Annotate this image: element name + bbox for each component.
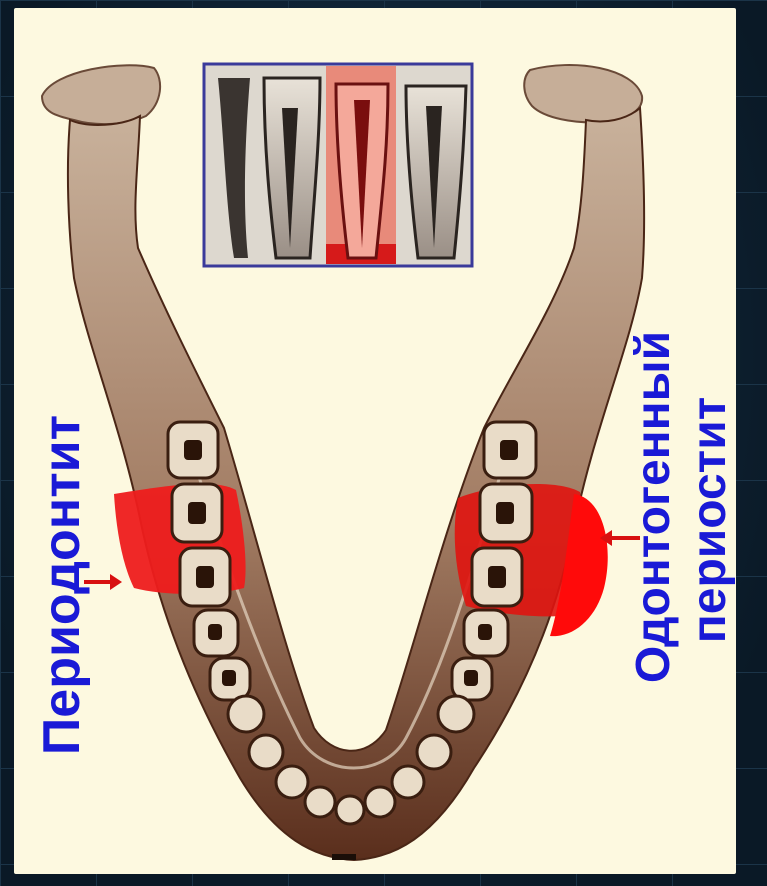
tooth-pit — [188, 502, 206, 524]
tooth — [276, 766, 308, 798]
tooth — [392, 766, 424, 798]
chin-notch — [332, 854, 356, 860]
periodontitis-label: Периодонтит — [36, 415, 88, 755]
tooth — [438, 696, 474, 732]
tooth — [228, 696, 264, 732]
tooth — [305, 787, 335, 817]
tooth-pit — [196, 566, 214, 588]
periostitis-label-line2: периостит — [686, 397, 734, 643]
tooth — [417, 735, 451, 769]
tooth-pit — [464, 670, 478, 686]
tooth — [365, 787, 395, 817]
tooth-pit — [496, 502, 514, 524]
left-condyle — [42, 65, 160, 124]
tooth-roots-inset — [204, 64, 472, 266]
tooth — [336, 796, 364, 824]
tooth-pit — [222, 670, 236, 686]
tooth-pit — [184, 440, 202, 460]
tooth-pit — [500, 440, 518, 460]
tooth-pit — [478, 624, 492, 640]
periostitis-label-line1: Одонтогенный — [630, 331, 678, 683]
tooth — [249, 735, 283, 769]
tooth-pit — [208, 624, 222, 640]
tooth-pit — [488, 566, 506, 588]
arrow-head — [110, 574, 122, 590]
right-condyle — [524, 65, 642, 122]
